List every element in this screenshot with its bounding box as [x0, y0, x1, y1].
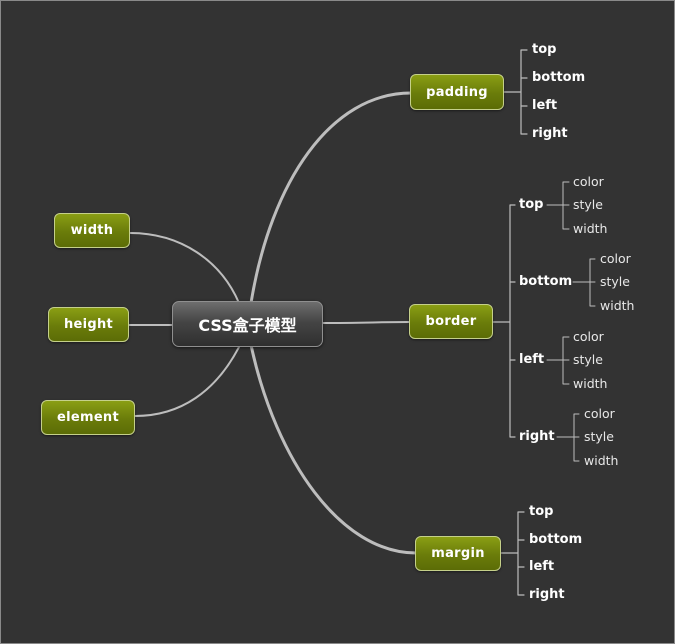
link-border — [322, 321, 411, 324]
margin-bottom[interactable]: bottom — [529, 532, 583, 547]
margin-top[interactable]: top — [529, 504, 554, 519]
bracket-padding — [503, 49, 528, 135]
bracket-border-top — [546, 181, 570, 230]
bracket-border-left — [546, 336, 570, 385]
border-top[interactable]: top — [519, 197, 544, 212]
node-border[interactable]: border — [409, 304, 493, 339]
border-right-color[interactable]: color — [584, 406, 615, 421]
padding-bottom[interactable]: bottom — [532, 70, 586, 85]
link-element — [134, 346, 240, 417]
bracket-border — [492, 204, 516, 438]
link-width — [129, 232, 240, 304]
node-width[interactable]: width — [54, 213, 130, 248]
border-bottom-style[interactable]: style — [600, 274, 630, 289]
border-top-width[interactable]: width — [573, 221, 608, 236]
node-element[interactable]: element — [41, 400, 135, 435]
border-bottom-color[interactable]: color — [600, 251, 631, 266]
padding-top[interactable]: top — [532, 42, 557, 57]
border-right-width[interactable]: width — [584, 453, 619, 468]
margin-right[interactable]: right — [529, 587, 565, 602]
padding-right[interactable]: right — [532, 126, 568, 141]
border-bottom[interactable]: bottom — [519, 274, 573, 289]
node-height[interactable]: height — [48, 307, 129, 342]
node-padding[interactable]: padding — [410, 74, 504, 110]
padding-left[interactable]: left — [532, 98, 558, 113]
border-left[interactable]: left — [519, 352, 545, 367]
border-left-color[interactable]: color — [573, 329, 604, 344]
border-left-style[interactable]: style — [573, 352, 603, 367]
border-bottom-width[interactable]: width — [600, 298, 635, 313]
border-right[interactable]: right — [519, 429, 555, 444]
border-left-width[interactable]: width — [573, 376, 608, 391]
node-margin[interactable]: margin — [415, 536, 501, 571]
margin-left[interactable]: left — [529, 559, 555, 574]
bracket-border-right — [556, 413, 580, 462]
bracket-border-bottom — [572, 258, 596, 307]
border-right-style[interactable]: style — [584, 429, 614, 444]
border-top-style[interactable]: style — [573, 197, 603, 212]
link-margin — [249, 343, 418, 555]
central-topic[interactable]: CSS盒子模型 — [172, 301, 323, 347]
link-padding — [249, 91, 413, 305]
bracket-margin — [500, 511, 525, 596]
border-top-color[interactable]: color — [573, 174, 604, 189]
